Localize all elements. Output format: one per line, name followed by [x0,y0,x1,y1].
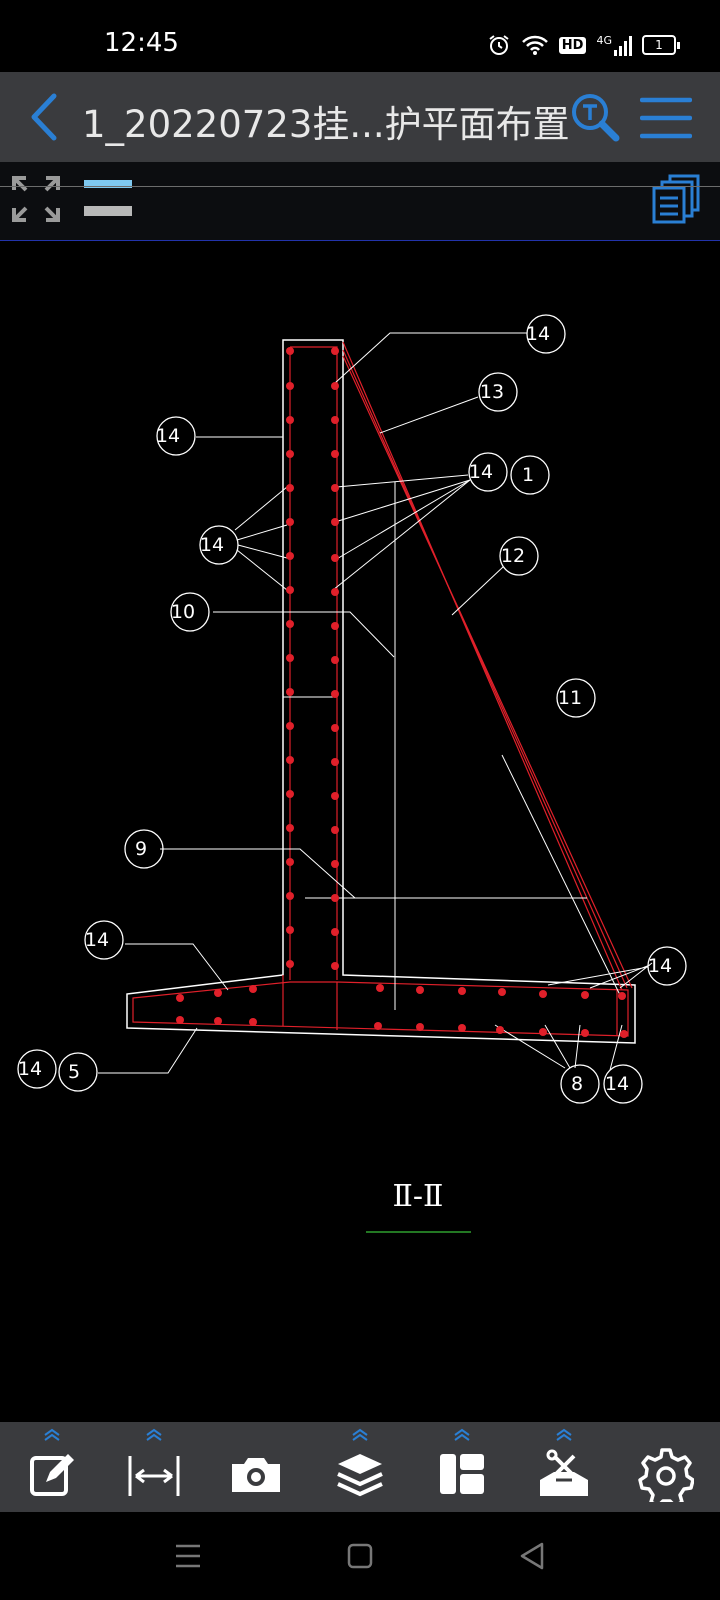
chevron-up-icon [146,1428,162,1441]
rebar-dots [176,347,628,1038]
measure-tool-button[interactable] [114,1422,194,1512]
lineweight-icon [84,180,132,216]
tools-icon [540,1449,588,1496]
callout-label: 14 [469,461,493,483]
lineweight-button[interactable] [82,178,134,222]
layers-icon [337,1454,383,1497]
layers-tool-button[interactable] [320,1422,400,1512]
callout-label: 14 [18,1058,42,1080]
layout-icon [440,1454,484,1494]
fullscreen-button[interactable] [10,174,62,224]
signal-icon: 4G [596,34,632,56]
callout-label: 9 [135,838,147,860]
layout-tool-button[interactable] [422,1422,502,1512]
menu-lines-icon [176,1544,200,1568]
screenshot-tool-button[interactable] [216,1422,296,1512]
alarm-icon [489,35,509,55]
callout-label: 14 [85,929,109,951]
menu-button[interactable] [640,94,692,142]
status-icons: HD 4G 1 [487,30,680,60]
hd-badge: HD [558,36,587,54]
system-back-button[interactable] [508,1532,556,1580]
text-search-icon [572,94,620,142]
status-time: 12:45 [104,28,179,58]
text-search-button[interactable] [568,90,620,144]
document-title: 1_20220723挂...护平面布置 [82,103,570,146]
back-button[interactable] [22,90,66,144]
chevron-up-icon [352,1428,368,1441]
gear-icon [638,1448,694,1502]
leader-lines [98,332,653,1074]
square-icon [347,1543,373,1569]
pages-button[interactable] [650,174,700,226]
title-bar: 1_20220723挂...护平面布置 [0,72,720,162]
callout-label: 10 [171,601,195,623]
callout-label: 14 [156,425,180,447]
edit-icon [30,1454,74,1496]
chevron-up-icon [44,1428,60,1441]
view-toolbar [0,162,720,241]
callout-label: 13 [480,381,504,403]
concrete-outline [126,339,636,1044]
rebar-lines [132,341,633,1037]
tools-tool-button[interactable] [524,1422,604,1512]
triangle-back-icon [520,1542,544,1570]
system-nav-bar [0,1512,720,1600]
callout-label: 14 [605,1073,629,1095]
camera-icon [232,1458,280,1492]
battery-level: 1 [642,35,676,55]
callout-label: 1 [522,464,534,486]
settings-tool-button[interactable] [626,1422,706,1512]
callout-label: 14 [526,323,550,345]
drawing-canvas[interactable]: 14 13 14 14 1 14 12 10 11 9 14 14 14 5 8… [0,240,720,1422]
expand-icon [12,176,60,222]
edit-tool-button[interactable] [12,1422,92,1512]
callout-label: 12 [501,545,525,567]
status-bar: 12:45 HD 4G 1 [0,0,720,72]
recent-apps-button[interactable] [164,1532,212,1580]
network-type: 4G [596,34,612,47]
chevron-up-icon [556,1428,572,1441]
chevron-up-icon [454,1428,470,1441]
callout-bubbles [17,314,687,1104]
callout-label: 14 [648,955,672,977]
callout-label: 5 [68,1061,80,1083]
section-title: Ⅱ-Ⅱ [393,1179,444,1214]
battery-icon: 1 [642,35,680,55]
callout-label: 8 [571,1073,583,1095]
divider-line [0,186,720,187]
wifi-icon [521,35,548,55]
callout-label: 14 [200,534,224,556]
hamburger-icon [640,97,692,139]
measure-icon [128,1456,180,1496]
bottom-toolbar [0,1422,720,1512]
callout-labels: 14 13 14 14 1 14 12 10 11 9 14 14 14 5 8… [18,323,672,1095]
home-button[interactable] [336,1532,384,1580]
callout-label: 11 [558,687,582,709]
pages-icon [652,174,700,224]
